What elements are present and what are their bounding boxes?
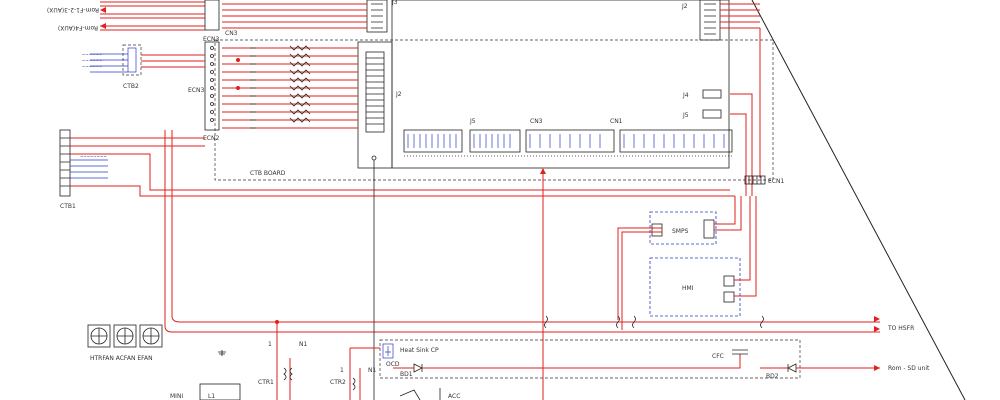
j5-label: J5 bbox=[682, 112, 689, 119]
ctr1-transformer: CTR1 1 N1 bbox=[258, 320, 307, 400]
rom-fan-label-1: Rom-F1-2-3(AUX) bbox=[47, 6, 99, 13]
svg-text:~~~~~~: ~~~~~~ bbox=[82, 58, 102, 63]
cn3-label: CN3 bbox=[225, 30, 238, 37]
ctr2-pin: 1 bbox=[340, 367, 344, 374]
rom-sd-label: Rom - SD unit bbox=[888, 365, 930, 372]
smps-label: SMPS bbox=[672, 228, 689, 235]
cfc-label: CFC bbox=[712, 353, 724, 360]
ctr1-label: CTR1 bbox=[258, 379, 274, 386]
ctb-board-connector: J2 bbox=[357, 41, 402, 169]
l1-label: L1 bbox=[208, 393, 215, 400]
ocd-label: OCD bbox=[386, 361, 400, 368]
ecn1-connector: ECN1 bbox=[744, 175, 784, 185]
j5b-label: J5 bbox=[469, 118, 476, 125]
bottom-left-misc: ACC MINI L1 bbox=[170, 350, 460, 400]
ecn3b-label: ECN3 bbox=[188, 87, 204, 94]
ctb2-label: CTB2 bbox=[123, 83, 139, 90]
ctb2-connector: ~~~~~~ ~~~~~~ ~~~~~~ CTB2 bbox=[82, 44, 205, 90]
ecn2-label: ECN2 bbox=[203, 135, 219, 142]
heatsink-label: Heat Sink CP bbox=[400, 347, 439, 354]
n1-a-label: N1 bbox=[299, 341, 307, 348]
rectifier-section: Heat Sink CP OCD BD1 CFC BD2 Rom - SD un… bbox=[350, 339, 930, 380]
svg-text:~~~~~~: ~~~~~~ bbox=[82, 64, 102, 69]
bd1-label: BD1 bbox=[400, 371, 413, 378]
mini-label: MINI bbox=[170, 393, 183, 400]
j3-label: J3 bbox=[391, 0, 398, 6]
bd2-label: BD2 bbox=[766, 373, 779, 380]
n1-b-label: N1 bbox=[368, 367, 376, 374]
sheet-edge-line bbox=[751, 0, 966, 400]
hmi-block: HMI bbox=[649, 196, 757, 317]
ctr2-transformer: CTR2 1 N1 bbox=[330, 348, 376, 400]
j4-label: J4 bbox=[682, 92, 689, 99]
to-hsfr-label: TO HSFR bbox=[887, 325, 914, 332]
aux-fan-inputs: Rom-F1-2-3(AUX) Rom-F4(AUX) bbox=[47, 1, 205, 31]
svg-text:~~~~~~~~: ~~~~~~~~ bbox=[80, 154, 107, 159]
j3-connector: J3 bbox=[222, 0, 398, 33]
ctb1-label: CTB1 bbox=[60, 203, 76, 210]
relay-row bbox=[403, 129, 733, 157]
svg-text:~~~~~~: ~~~~~~ bbox=[82, 52, 102, 57]
ecn3-label: ECN3 bbox=[203, 36, 219, 43]
ctb1-connector: ~~~~~~~~ CTB1 bbox=[59, 129, 735, 210]
ctb-board-outline bbox=[214, 39, 774, 181]
cn1-mid-label: CN1 bbox=[610, 118, 623, 125]
hmi-label: HMI bbox=[682, 285, 694, 292]
main-pcb: J2 J4 J5 J5 CN3 CN1 bbox=[391, 0, 730, 169]
j2-top-label: J2 bbox=[681, 3, 688, 10]
j2-mid-label: J2 bbox=[395, 91, 402, 98]
fan-group: HTRFAN ACFAN EFAN bbox=[87, 324, 163, 362]
ctr2-label: CTR2 bbox=[330, 379, 346, 386]
smps-block: SMPS bbox=[617, 196, 742, 330]
hsfr-bus: TO HSFR bbox=[164, 130, 914, 333]
ecn3-connector: ECN3 ECN3 ECN2 CN3 bbox=[188, 0, 238, 142]
acc-label: ACC bbox=[448, 393, 460, 400]
ctr1-pin: 1 bbox=[268, 341, 272, 348]
j2-bus bbox=[720, 3, 761, 196]
ecn1-label: ECN1 bbox=[768, 178, 784, 185]
fan-labels: HTRFAN ACFAN EFAN bbox=[90, 355, 153, 362]
resistor-array bbox=[222, 45, 358, 129]
cn3-mid-label: CN3 bbox=[530, 118, 543, 125]
rom-fan-label-2: Rom-F4(AUX) bbox=[58, 24, 98, 31]
ctb-board-label: CTB BOARD bbox=[250, 170, 286, 177]
